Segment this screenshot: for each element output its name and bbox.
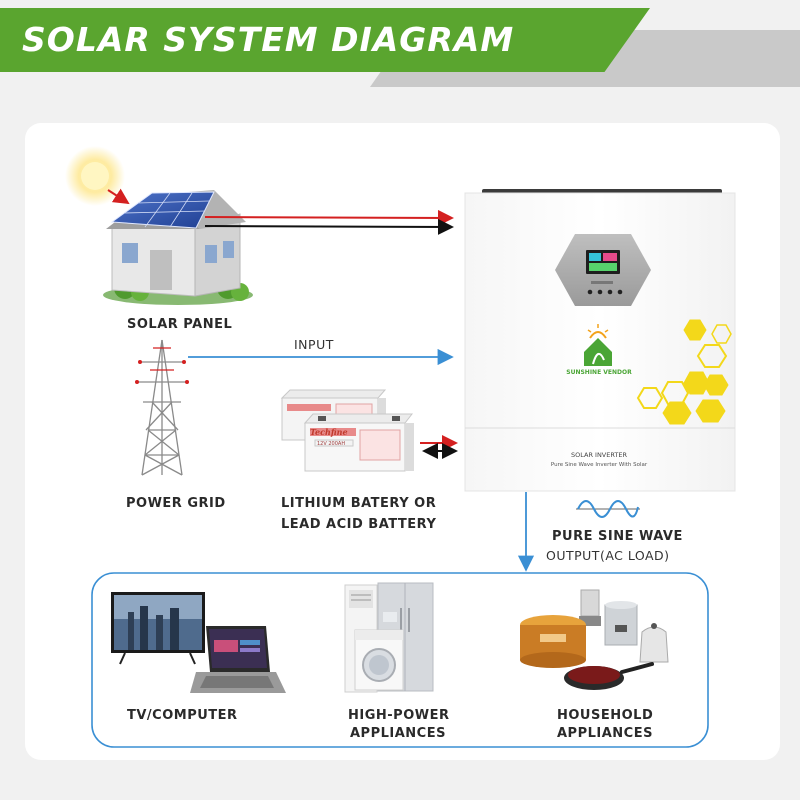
battery-label-line1: LITHIUM BATERY OR (281, 496, 437, 511)
high-power-label-line1: HIGH-POWER (348, 708, 450, 723)
high-power-label-line2: APPLIANCES (350, 726, 446, 741)
appliances-group-box (91, 572, 709, 748)
battery-icon (280, 389, 414, 472)
inverter-title-text: SOLAR INVERTER (571, 451, 627, 459)
page-title: SOLAR SYSTEM DIAGRAM (22, 20, 515, 59)
household-label-line1: HOUSEHOLD (557, 708, 654, 723)
washing-machine-icon (354, 629, 404, 691)
header-banner (0, 8, 650, 72)
sunshine-vendor-logo (584, 324, 612, 366)
inverter-brand-text: SUNSHINE VENDOR (566, 369, 632, 376)
sine-wave-icon (576, 500, 640, 518)
house-solar-panel-icon (103, 190, 253, 305)
sun-icon (65, 146, 125, 206)
sine-wave-label-line1: PURE SINE WAVE (552, 529, 683, 544)
solar-negative-wire (204, 218, 454, 235)
battery-model-text: 12V 200AH (317, 441, 345, 447)
battery-brand-text: Techfine (310, 427, 348, 437)
inverter-subtitle-text: Pure Sine Wave Inverter With Solar (551, 462, 648, 468)
tv-computer-label: TV/COMPUTER (127, 708, 238, 723)
laptop-icon (190, 626, 286, 693)
sun-ray-arrow (107, 188, 130, 205)
solar-positive-wire (204, 209, 454, 226)
battery-label-line2: LEAD ACID BATTERY (281, 517, 437, 532)
sine-wave-label-line2: OUTPUT(AC LOAD) (546, 548, 670, 563)
solar-panel-label: SOLAR PANEL (127, 317, 233, 332)
hexagon-decor-icon (636, 319, 732, 425)
tv-icon (111, 592, 205, 665)
kitchen-appliances-icon (520, 589, 669, 690)
household-label-line2: APPLIANCES (557, 726, 653, 741)
power-tower-icon (135, 339, 189, 476)
input-label: INPUT (294, 337, 334, 352)
power-grid-label: POWER GRID (126, 496, 226, 511)
